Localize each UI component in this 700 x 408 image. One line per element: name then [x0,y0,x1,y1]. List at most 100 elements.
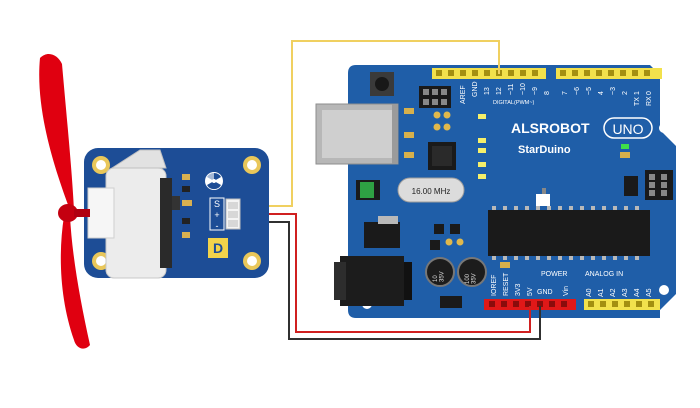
model-label: UNO [612,121,643,137]
pin-label-a0: A0 [586,288,593,297]
pin-label-7: 7 [562,91,569,95]
voltage-regulator [364,222,400,248]
propeller-blade-top [39,53,74,210]
analog-pin-labels: A0 A1 A2 A3 A4 A5 [586,288,653,297]
smd-component [404,108,414,114]
microcontroller-pins-bottom [492,256,639,260]
power-header-title: POWER [541,271,567,278]
board-mount-hole [659,123,669,133]
smd-component [440,296,462,308]
capacitor-2: 10035V [457,257,487,287]
rx-label: RX [646,96,653,106]
led-tx [478,138,486,143]
smd-pad [433,111,441,119]
smd-pad [443,111,451,119]
pin-label-4: 4 [598,91,605,95]
pin-label-1: 1 [634,91,641,95]
led-l [478,114,486,119]
pin-label-8: 8 [544,91,551,95]
crystal-label: 16.00 MHz [412,187,451,196]
pin-label-vin: Vin [563,286,570,296]
wire-terminals [498,41,541,339]
smd-component [182,174,190,180]
pin-label-13: 13 [484,87,491,95]
power-pin-labels: IOREF RESET 3V3 5V Vin [491,272,570,296]
model-badge [603,117,653,139]
icsp-header-usb [419,86,451,108]
smd-pad [443,123,451,131]
pin-label-reset: RESET [503,272,510,296]
voltage-regulator-tab [378,216,398,224]
fan-icon [205,172,223,190]
pin-label-box [209,197,225,231]
propeller-blade-bottom [60,216,90,349]
smd-component [404,132,414,138]
pin-label-10: ~10 [520,83,527,95]
arduino-board: AREF GND 13 12 ~11 ~10 ~9 8 7 ~6 ~5 4 ~3… [315,65,676,318]
gnd-top-label: GND [472,81,479,97]
propeller-hub [58,204,78,222]
pin-label-a1: A1 [598,288,605,297]
pin-label-2: 2 [622,91,629,95]
smd-component [430,240,440,250]
pin-label-6: ~6 [574,87,581,95]
pin-label-11: ~11 [508,84,515,95]
pin-label-a4: A4 [634,288,641,297]
brand-name: ALSROBOT [511,120,590,136]
smd-component [450,224,460,234]
pin-label-a3: A3 [622,288,629,297]
board-mount-hole [659,285,669,295]
pin-label-12: 12 [496,87,503,95]
digital-header-title: DIGITAL(PWM~) [493,100,534,106]
smd-pad [445,238,453,246]
power-header [484,299,576,310]
pin-label-5: ~5 [586,87,593,95]
microcontroller [488,206,650,260]
pin-label-s: S [214,199,220,209]
smd-component [172,196,180,210]
smd-component [182,200,192,206]
dc-power-jack [334,256,412,306]
pin-label-ioref: IOREF [491,275,498,296]
brand-logo: D [213,240,223,256]
smd-component [620,152,630,158]
led-rx [478,148,486,153]
capacitor-1-label: 1035V [433,271,446,282]
module-connector [225,198,241,230]
aref-label: AREF [460,85,467,104]
capacitor-2-label: 10035V [465,273,478,284]
pin-label-minus: - [216,221,219,231]
usb-chip [428,142,456,170]
propeller [39,53,90,349]
capacitor-1: 1035V [425,257,455,287]
smd-component [182,232,190,238]
tx-label: TX [634,97,641,106]
reset-button [370,72,394,96]
smd-component [434,224,444,234]
smd-component [182,218,190,224]
pin-label-0: 0 [646,91,653,95]
motor-shaft [74,209,90,217]
pin-label-3v3: 3V3 [515,283,522,296]
pin-label-3: ~3 [610,87,617,95]
smd-component [542,188,546,194]
smd-component [478,174,486,179]
digital-pin-labels: AREF GND 13 12 ~11 ~10 ~9 8 7 ~6 ~5 4 ~3… [460,81,653,106]
smd-component [404,152,414,158]
smd-component [500,262,510,268]
power-led [621,144,629,149]
smd-component [182,186,190,192]
smd-pad [433,123,441,131]
usb-connector [315,103,399,165]
pin-label-a5: A5 [646,288,653,297]
smd-component [624,176,638,196]
pin-label-a2: A2 [610,288,617,297]
smd-component [478,162,486,167]
pin-label-gnd: GND [537,289,553,296]
green-component-top [360,182,374,198]
pin-label-5v: 5V [527,287,534,296]
brand-logo-box [208,238,228,258]
crystal: 16.00 MHz [397,177,465,203]
